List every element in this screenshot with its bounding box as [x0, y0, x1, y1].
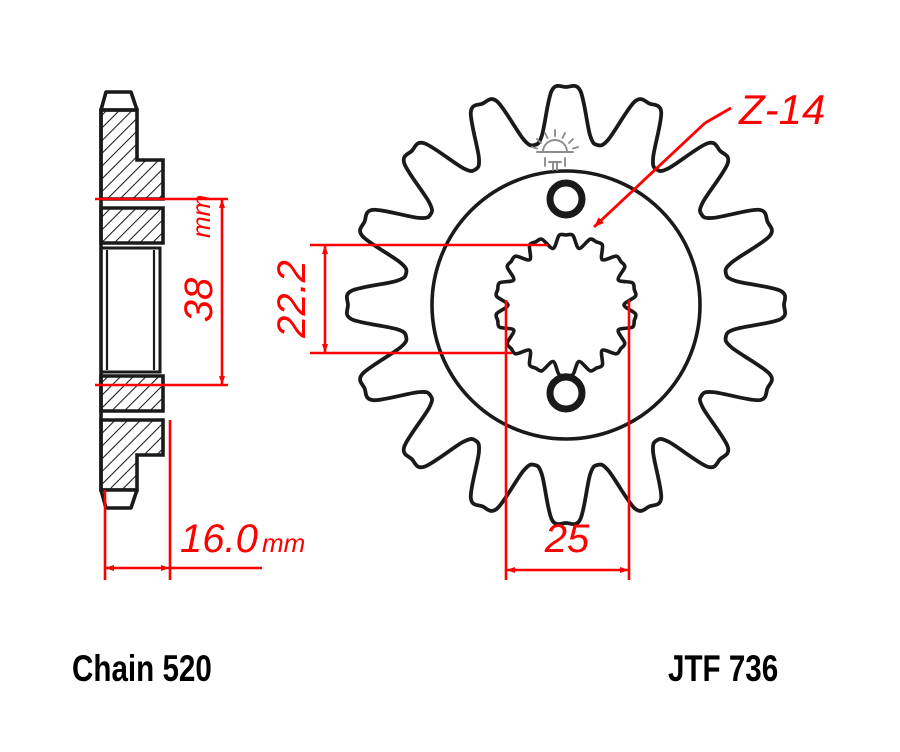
chain-spec-label: Chain 520	[72, 648, 212, 689]
dimension-38mm: 38 mm	[95, 195, 228, 387]
dimension-25: 25	[504, 300, 631, 580]
section-bottom-tooth-body	[99, 418, 165, 492]
bolt-hole-bottom	[546, 373, 586, 413]
dim222-value: 22.2	[270, 260, 314, 339]
dimension-22-2: 22.2	[270, 243, 548, 355]
dim25-value: 25	[544, 517, 590, 561]
jt-sunburst-logo-icon	[531, 129, 579, 171]
dim38-unit: mm	[186, 195, 216, 238]
section-upper-web	[99, 206, 165, 245]
part-number-label: JTF 736	[668, 648, 779, 689]
dim16-value: 16.0	[180, 517, 258, 561]
z14-leader-shoulder	[704, 106, 732, 125]
front-face-view	[344, 83, 788, 527]
dimension-16mm: 16.0 mm	[103, 420, 305, 580]
section-bottom-tooth-cap	[99, 488, 139, 510]
bolt-hole-top	[546, 179, 586, 219]
callout-z14: Z-14	[593, 86, 825, 229]
splined-hub	[494, 232, 638, 378]
dim16-unit: mm	[262, 528, 305, 558]
side-section-view	[99, 90, 165, 510]
dim38-value: 38	[177, 277, 221, 322]
section-lower-web	[99, 374, 165, 413]
hub-face-circle	[430, 169, 702, 441]
z14-leader-line	[593, 121, 706, 229]
z14-label: Z-14	[738, 86, 825, 133]
section-top-tooth-cap	[99, 90, 139, 112]
section-top-tooth-body	[99, 108, 165, 201]
section-bore-cavity	[99, 246, 162, 374]
